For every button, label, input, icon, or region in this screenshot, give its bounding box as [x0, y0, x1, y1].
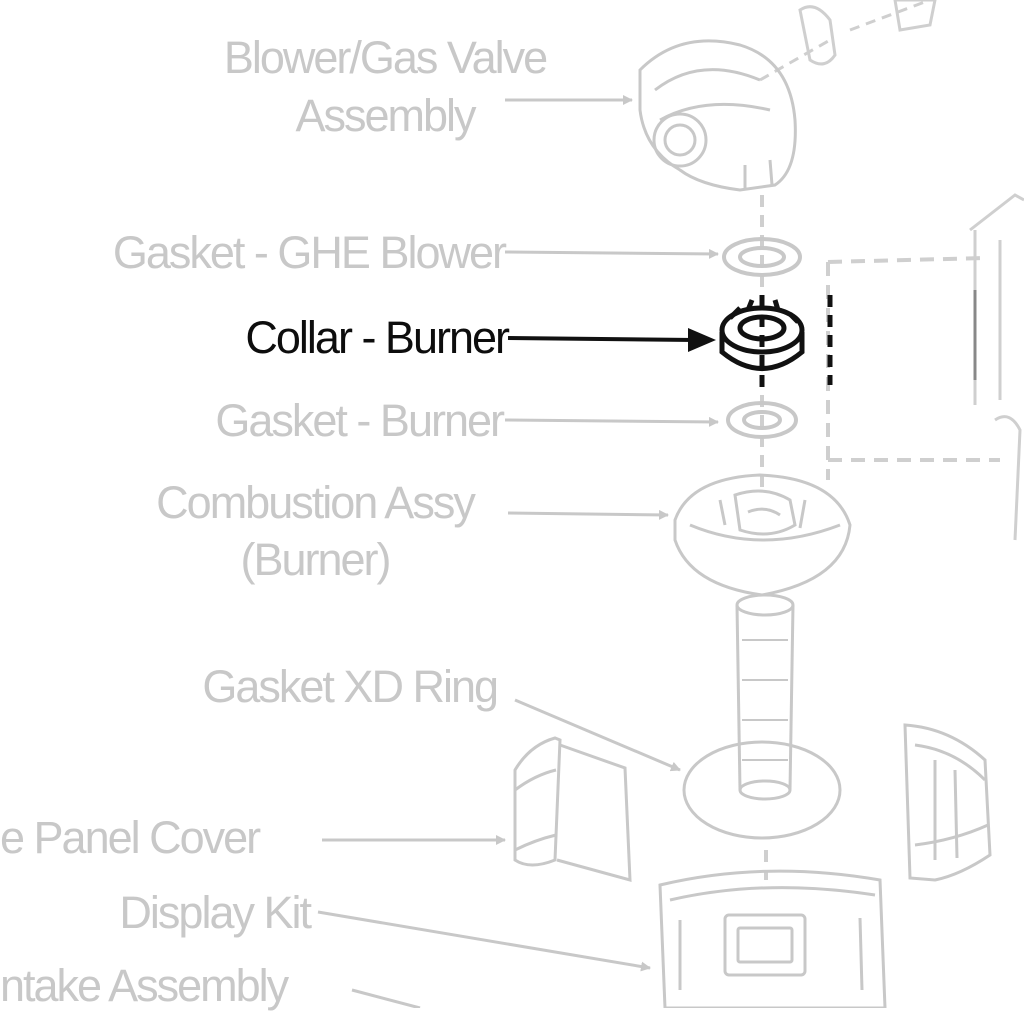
label-blower-gas-valve-line2: Assembly	[295, 90, 476, 141]
collar-burner-drawing	[719, 299, 805, 371]
top-dashed-connector	[759, 0, 937, 82]
label-intake-assembly: ntake Assembly	[0, 960, 289, 1011]
label-panel-cover: e Panel Cover	[0, 812, 261, 863]
display-kit-drawing	[658, 869, 887, 1008]
label-collar-burner: Collar - Burner	[245, 312, 510, 363]
leader-lines	[317, 95, 719, 1008]
leader-combustion	[507, 509, 669, 520]
burner-tube-drawing	[735, 593, 795, 801]
leader-gasket-ghe	[504, 248, 719, 259]
side-assembly-outline	[826, 193, 1024, 541]
assembly-axis	[759, 195, 768, 880]
label-combustion-assy-line1: Combustion Assy	[156, 477, 476, 528]
label-gasket-xd-ring: Gasket XD Ring	[202, 661, 499, 712]
label-blower-gas-valve-line1: Blower/Gas Valve	[223, 32, 548, 83]
blower-gas-valve-assembly-drawing	[638, 39, 797, 192]
combustion-assy-drawing	[673, 473, 852, 597]
gasket-ghe-blower-drawing	[722, 237, 802, 277]
leader-intake	[351, 988, 421, 1008]
label-gasket-burner: Gasket - Burner	[215, 395, 505, 446]
gasket-xd-ring-drawing	[682, 740, 842, 840]
gasket-burner-drawing	[726, 401, 798, 439]
label-combustion-assy-line2: (Burner)	[240, 534, 391, 585]
leader-gasket-xd	[514, 698, 681, 772]
leader-collar-highlight	[507, 328, 716, 352]
leader-display-kit	[317, 910, 651, 972]
leader-gasket-burner	[504, 416, 719, 427]
label-gasket-ghe-blower: Gasket - GHE Blower	[112, 227, 507, 278]
panel-cover-drawing	[513, 723, 992, 882]
label-display-kit: Display Kit	[119, 887, 312, 938]
